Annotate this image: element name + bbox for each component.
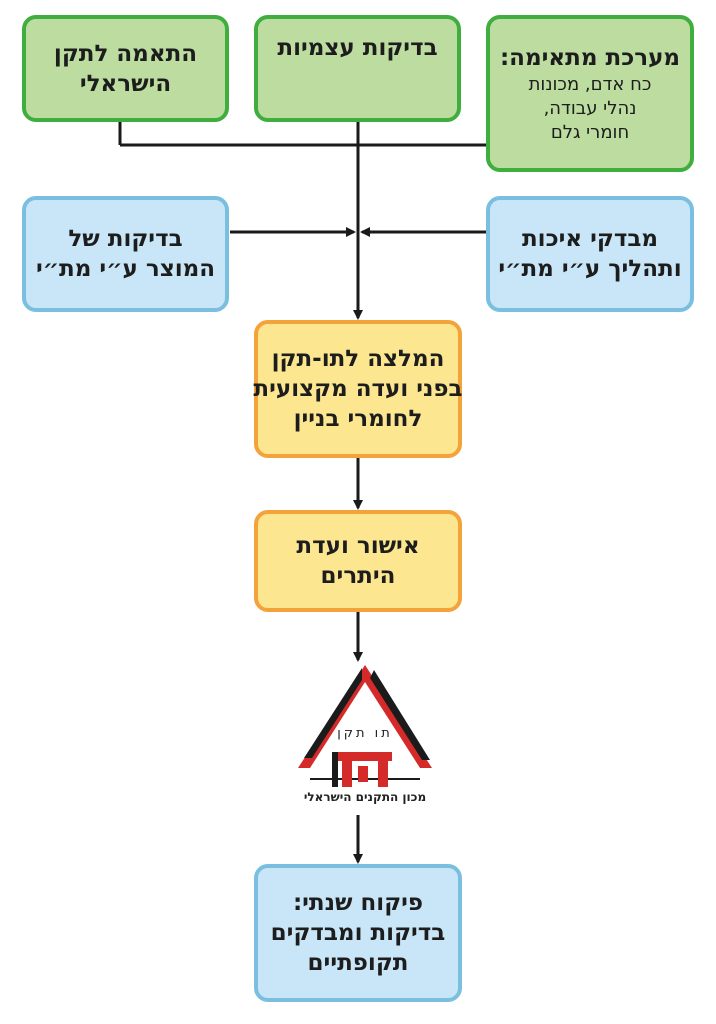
node-management-system: מערכת מתאימה: כח אדם, מכונות נהלי עבודה,… bbox=[486, 15, 694, 172]
node-committee-recommendation: המלצה לתו-תקן בפני ועדה מקצועית לחומרי ב… bbox=[253, 320, 463, 458]
node-line: מבדקי איכות bbox=[521, 226, 659, 252]
logo-institute-name: מכון התקנים הישראלי bbox=[303, 790, 427, 804]
node-line: היתרים bbox=[320, 563, 396, 589]
node-title: מערכת מתאימה: bbox=[499, 44, 681, 71]
node-israeli-standard: התאמה לתקן הישראלי bbox=[22, 15, 229, 122]
node-line: נהלי עבודה, bbox=[543, 97, 637, 119]
node-process-quality: מבדקי איכות ותהליך ע״י מת״י bbox=[486, 196, 694, 312]
node-line: תקופתיים bbox=[307, 950, 409, 976]
node-line: לחומרי בניין bbox=[293, 406, 423, 432]
node-annual-supervision: פיקוח שנתי: בדיקות ומבדקים תקופתיים bbox=[254, 864, 462, 1002]
node-line: כח אדם, מכונות bbox=[528, 73, 652, 95]
node-line: בדיקות ומבדקים bbox=[270, 920, 446, 946]
node-line: בפני ועדה מקצועית bbox=[253, 376, 463, 402]
node-permits-committee: אישור ועדת היתרים bbox=[254, 510, 462, 612]
node-line: הישראלי bbox=[79, 70, 172, 97]
node-line: אישור ועדת bbox=[296, 533, 420, 559]
standards-mark-icon bbox=[298, 665, 432, 787]
node-line: המוצר ע״י מת״י bbox=[35, 256, 216, 282]
node-line: בדיקות עצמיות bbox=[277, 35, 438, 61]
node-product-tests: בדיקות של המוצר ע״י מת״י bbox=[22, 196, 229, 312]
node-line: בדיקות של bbox=[68, 226, 183, 252]
node-self-tests: בדיקות עצמיות bbox=[254, 15, 461, 122]
standards-institute-logo: תו תקן מכון התקנים הישראלי bbox=[290, 660, 440, 810]
node-line: חומרי גלם bbox=[550, 121, 630, 143]
node-line: ותהליך ע״י מת״י bbox=[498, 256, 682, 282]
logo-mark-text: תו תקן bbox=[337, 726, 393, 741]
node-line: המלצה לתו-תקן bbox=[271, 346, 445, 372]
node-line: התאמה לתקן bbox=[53, 40, 198, 67]
node-line: פיקוח שנתי: bbox=[292, 890, 424, 916]
